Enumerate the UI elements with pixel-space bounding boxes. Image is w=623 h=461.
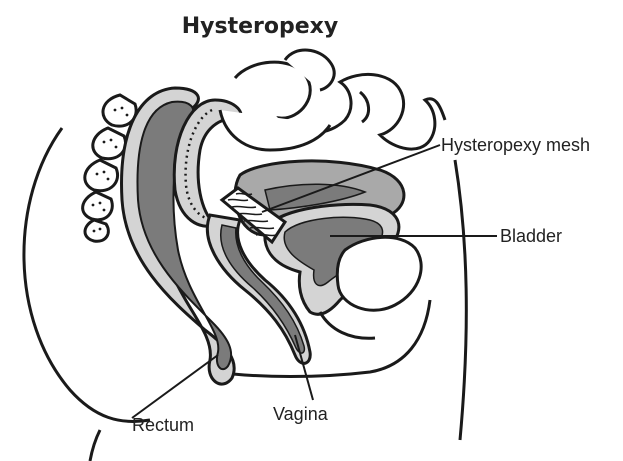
label-vagina: Vagina [273,404,329,424]
rectum-leader-line [132,355,218,418]
abdominal-wall [455,160,466,440]
label-rectum: Rectum [132,415,194,435]
label-hysteropexy-mesh: Hysteropexy mesh [441,135,590,155]
label-bladder: Bladder [500,226,562,246]
thigh-outline [90,430,100,461]
small-intestine [220,50,445,150]
pubic-bone [337,237,421,310]
urethra [320,312,375,338]
